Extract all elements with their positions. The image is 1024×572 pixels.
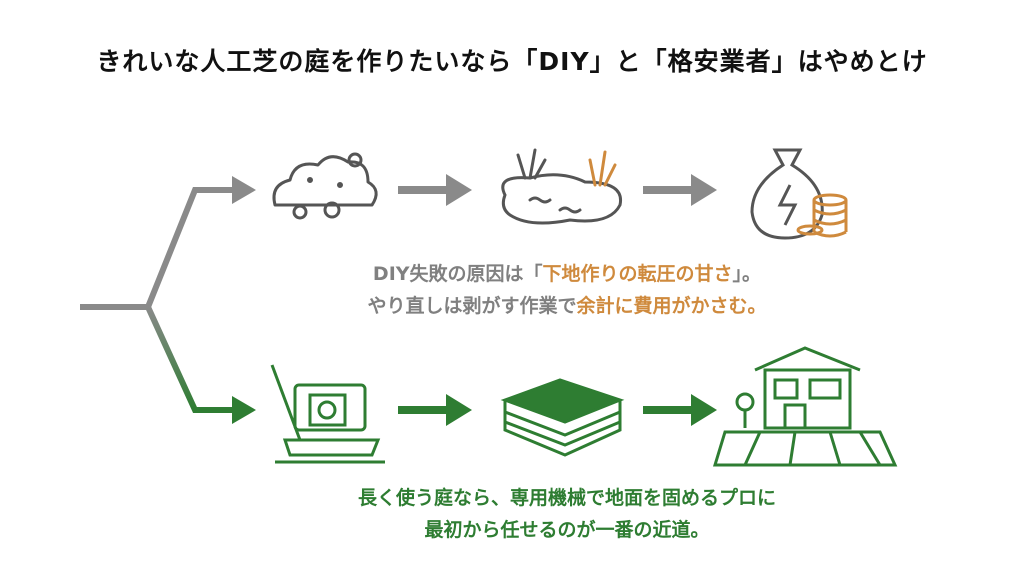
arrow-icon — [398, 174, 717, 206]
highlight-text: 余計に費用がかさむ。 — [576, 295, 767, 317]
pro-caption-line-1: 長く使う庭なら、専用機械で地面を固めるプロに — [357, 487, 776, 509]
branch-connector — [80, 187, 236, 413]
highlight-text: 下地作りの転圧の甘さ — [542, 263, 733, 285]
money-bag-coins-icon — [750, 148, 848, 240]
plate-compactor-icon — [270, 364, 385, 464]
house-with-lawn-icon — [712, 346, 898, 467]
soil-pile-icon — [272, 152, 378, 220]
arrow-head-green — [232, 396, 256, 424]
caption-text: 」。 — [732, 263, 762, 285]
layered-turf-icon — [500, 378, 625, 457]
muddy-puddle-icon — [501, 148, 623, 225]
arrow-head-gray — [232, 176, 256, 204]
caption-text: DIY失敗の原因は「 — [372, 263, 543, 285]
page-title: きれいな人工芝の庭を作りたいなら「DIY」と「格安業者」はやめとけ — [96, 47, 928, 76]
caption-text: やり直しは剥がす作業で — [367, 295, 577, 317]
pro-caption-line-2: 最初から任せるのが一番の近道。 — [424, 519, 710, 541]
diy-caption-line-1: DIY失敗の原因は「下地作りの転圧の甘さ」。 — [110, 258, 1024, 290]
arrow-icon — [398, 394, 717, 426]
diy-caption: DIY失敗の原因は「下地作りの転圧の甘さ」。 やり直しは剥がす作業で余計に費用が… — [0, 258, 1024, 322]
pro-caption: 長く使う庭なら、専用機械で地面を固めるプロに 最初から任せるのが一番の近道。 — [0, 482, 1024, 546]
diy-caption-line-2: やり直しは剥がす作業で余計に費用がかさむ。 — [110, 290, 1024, 322]
